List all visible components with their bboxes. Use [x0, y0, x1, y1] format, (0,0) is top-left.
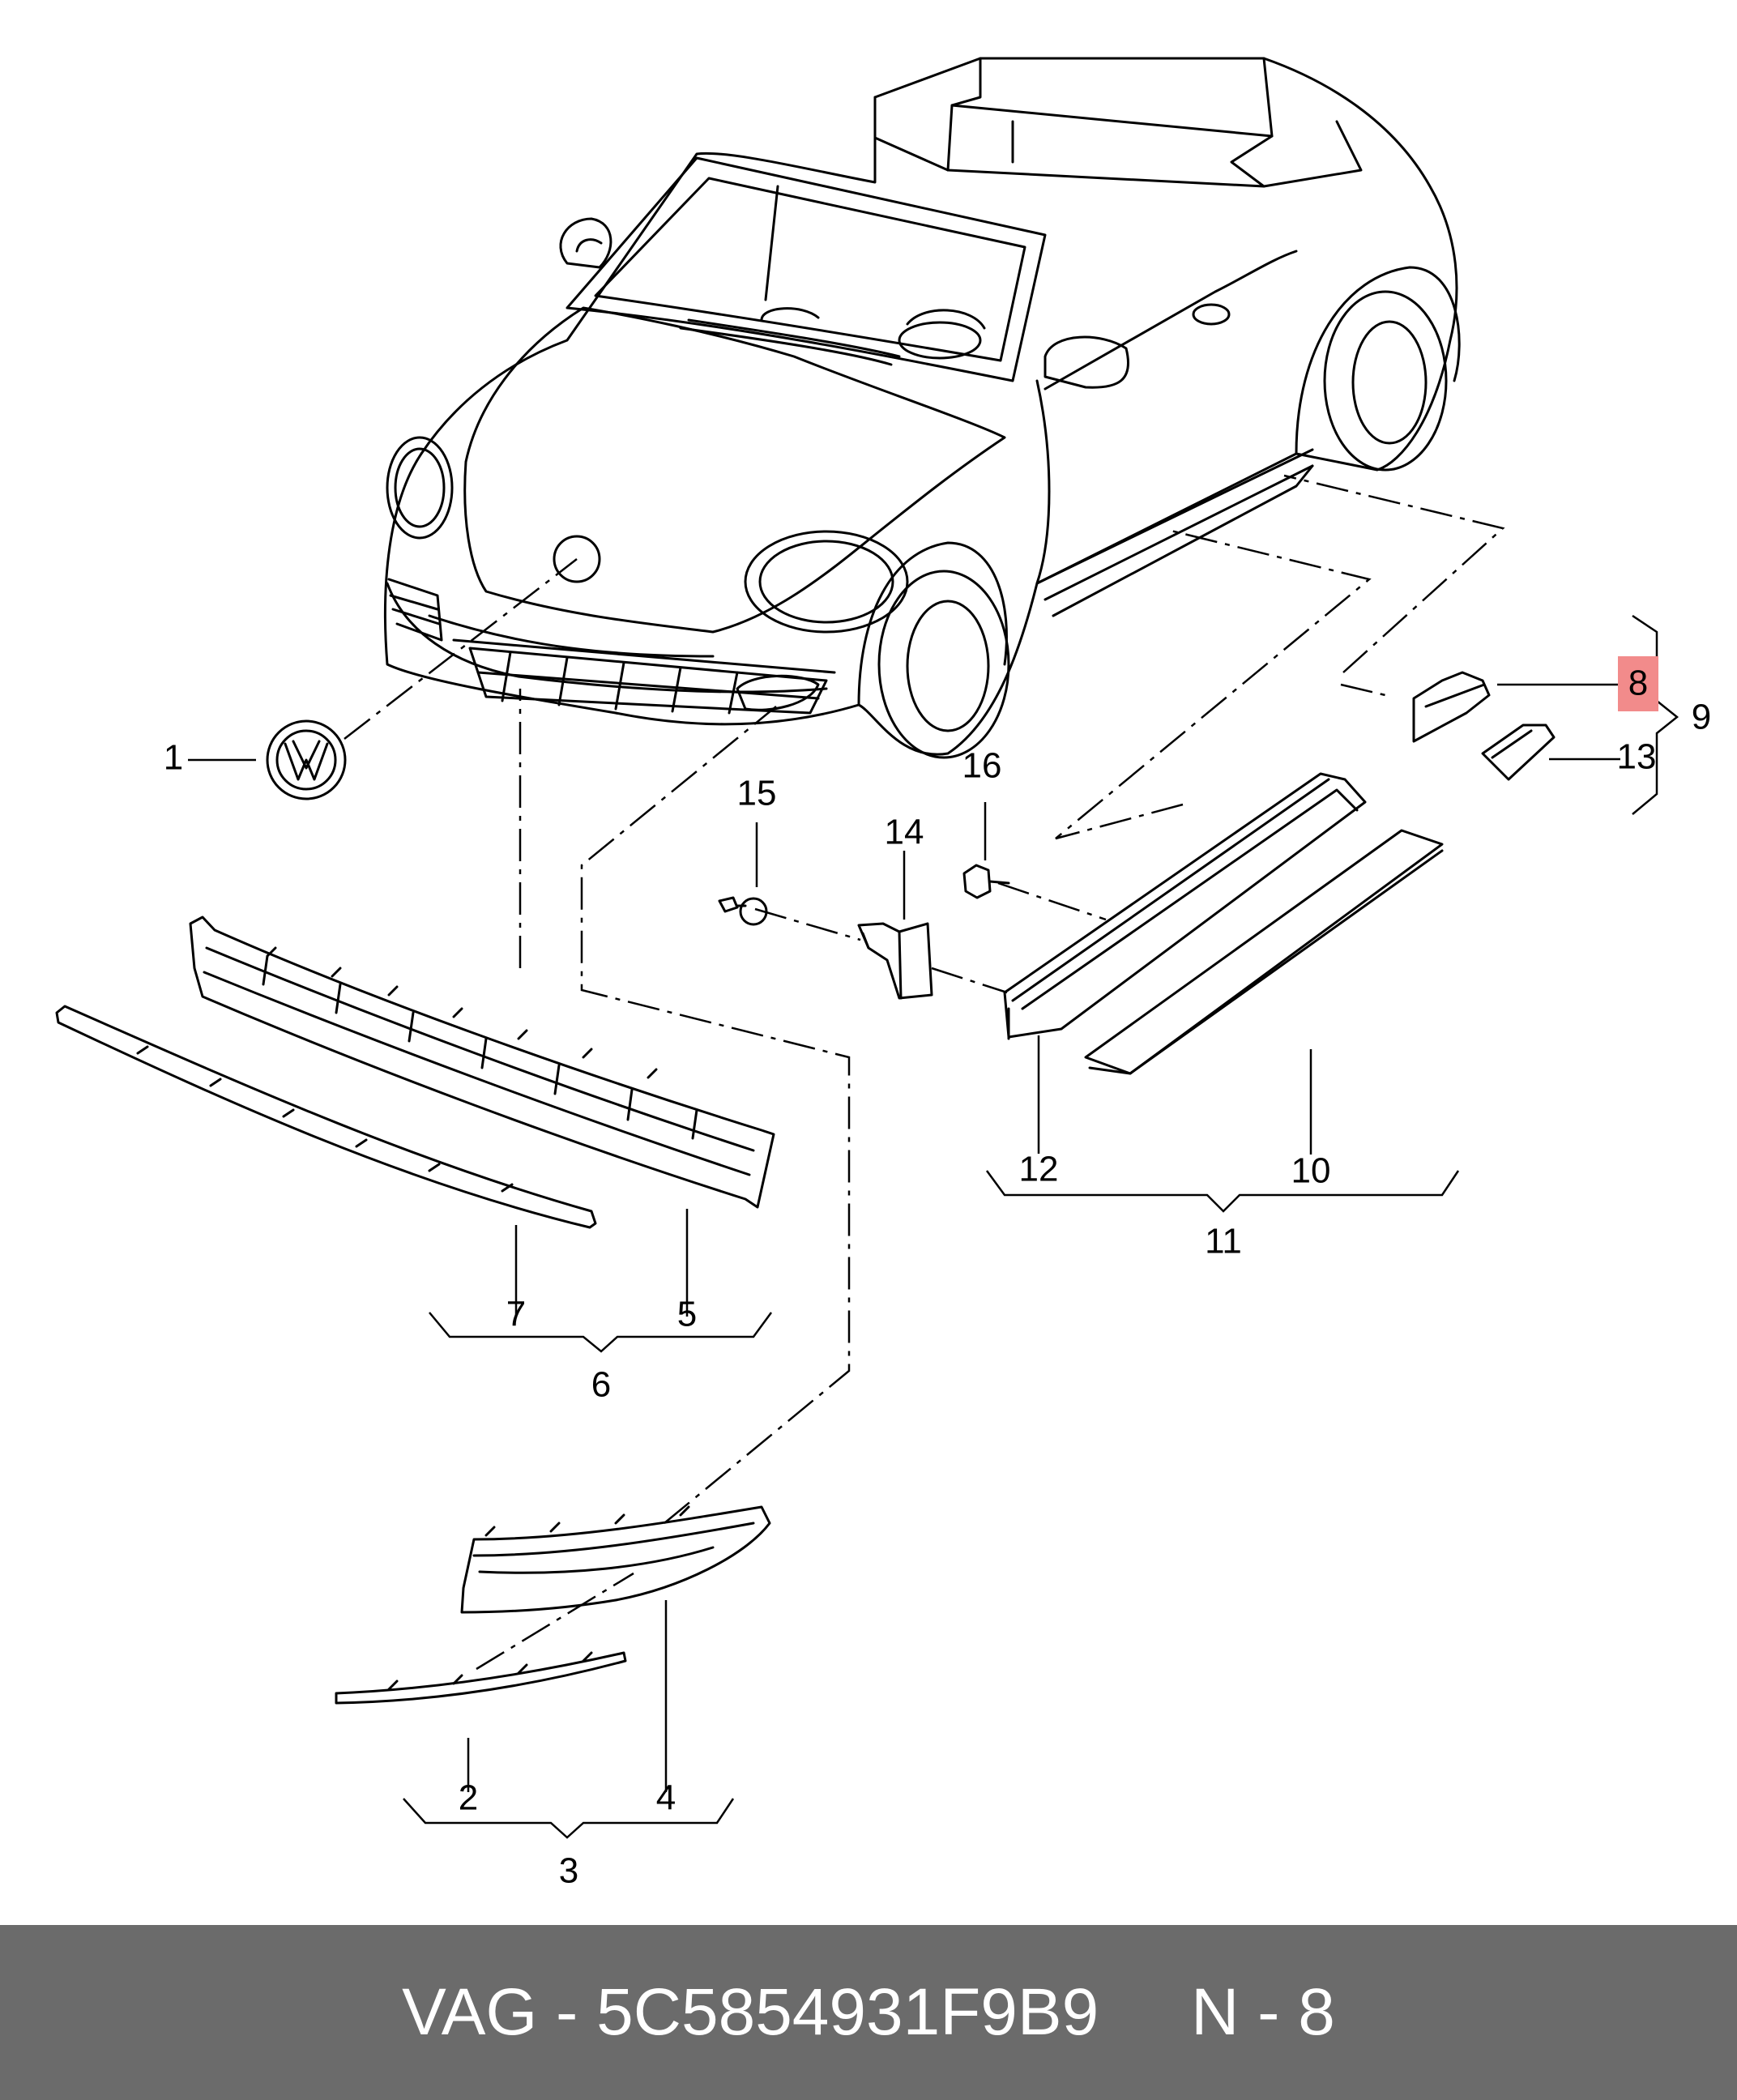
callout-2[interactable]: 2 [459, 1778, 478, 1818]
screw-part-16 [962, 864, 1010, 899]
sill-insert-part [1481, 723, 1556, 781]
footer-page-ref: N - 8 [1191, 1975, 1335, 2049]
highlight-box [1618, 656, 1658, 711]
bracket-part-14 [857, 922, 933, 1000]
callout-3[interactable]: 3 [559, 1851, 578, 1891]
vw-emblem-part [266, 719, 347, 800]
footer-separator-text [537, 1974, 556, 2051]
footer-bar: VAG - 5C5854931F9B9 N - 8 [0, 1925, 1737, 2100]
fog-light-trim-part [460, 1505, 771, 1614]
callout-4[interactable]: 4 [656, 1778, 676, 1818]
callout-1[interactable]: 1 [164, 738, 183, 778]
callout-9[interactable]: 9 [1692, 698, 1711, 737]
callout-6[interactable]: 6 [591, 1365, 611, 1405]
callout-16[interactable]: 16 [962, 746, 1002, 786]
exploded-parts-diagram: 1 2 3 4 5 6 7 8 9 10 11 12 13 14 15 16 [55, 57, 1711, 1891]
callout-labels: 1 2 3 4 5 6 7 8 9 10 11 12 13 14 15 16 [164, 664, 1711, 1891]
lower-grille-part [189, 916, 775, 1209]
footer-brand: VAG [402, 1975, 538, 2049]
fog-light-strip-part [335, 1651, 627, 1705]
callout-8[interactable]: 8 [1628, 664, 1648, 703]
sill-trim-part [1003, 772, 1367, 1040]
reference-lines [344, 474, 1505, 1671]
callout-12[interactable]: 12 [1019, 1150, 1059, 1189]
callout-10[interactable]: 10 [1291, 1151, 1331, 1191]
callout-7[interactable]: 7 [506, 1295, 526, 1334]
callout-11[interactable]: 11 [1205, 1222, 1242, 1261]
car-body-illustration [383, 57, 1461, 759]
callout-15[interactable]: 15 [737, 774, 777, 813]
callout-14[interactable]: 14 [885, 813, 924, 852]
leader-lines [188, 614, 1679, 1839]
footer-gap [1099, 1974, 1191, 2051]
footer-part-number: 5C5854931F9B9 [596, 1975, 1099, 2049]
grille-trim-strip-part [55, 1005, 597, 1229]
sill-strip-part [1084, 829, 1444, 1075]
callout-13[interactable]: 13 [1617, 737, 1657, 777]
sill-cap-part [1412, 671, 1491, 743]
footer-separator: - [556, 1975, 578, 2049]
callout-5[interactable]: 5 [677, 1295, 697, 1334]
footer-space [578, 1974, 596, 2051]
